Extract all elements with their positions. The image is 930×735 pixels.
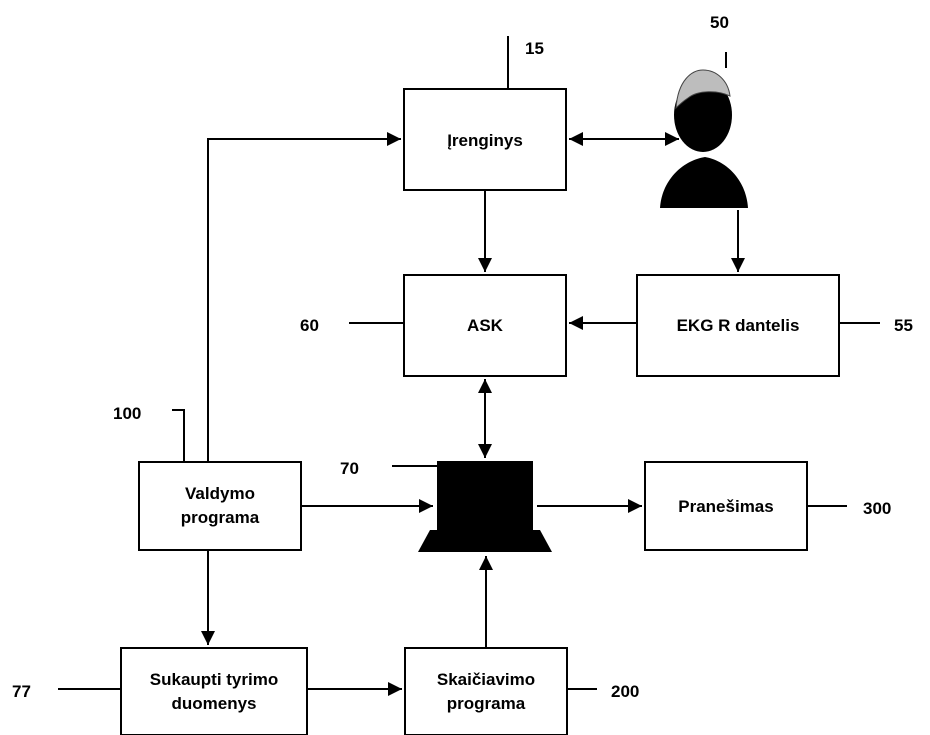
person-ref: 50 [710, 13, 729, 32]
calc-box [404, 647, 568, 735]
notification-label: Pranešimas [678, 497, 773, 516]
notification-ref: 300 [863, 499, 891, 518]
data-ref: 77 [12, 682, 31, 701]
control-label-line1: Valdymo [185, 484, 255, 503]
calc-node: Skaičiavimo programa 200 [404, 647, 639, 735]
ask-label: ASK [467, 316, 504, 335]
control-label-line2: programa [181, 508, 260, 527]
laptop-icon [418, 461, 552, 552]
notification-node: Pranešimas 300 [644, 461, 891, 551]
person-node: 50 [660, 13, 748, 208]
ask-ref: 60 [300, 316, 319, 335]
data-label-line1: Sukaupti tyrimo [150, 670, 278, 689]
ask-node: ASK 60 [300, 274, 567, 377]
ekg-label: EKG R dantelis [677, 316, 800, 335]
data-node: Sukaupti tyrimo duomenys 77 [12, 647, 308, 735]
control-node: Valdymo programa 100 [113, 404, 302, 551]
device-ref: 15 [525, 39, 544, 58]
control-box [138, 461, 302, 551]
ekg-box [636, 274, 840, 377]
data-label-line2: duomenys [171, 694, 256, 713]
computer-ref: 70 [340, 459, 359, 478]
ekg-node: EKG R dantelis 55 [636, 274, 913, 377]
ekg-ref: 55 [894, 316, 913, 335]
device-box [403, 88, 567, 191]
calc-label-line1: Skaičiavimo [437, 670, 535, 689]
notification-box [644, 461, 808, 551]
device-node: Įrenginys 15 [403, 36, 567, 191]
arrow-control-to-device [207, 132, 401, 462]
data-box [120, 647, 308, 735]
control-ref-leader [172, 409, 185, 462]
person-icon [660, 69, 748, 208]
computer-node: 70 [340, 459, 552, 552]
device-label: Įrenginys [447, 131, 523, 150]
ask-box [403, 274, 567, 377]
calc-ref: 200 [611, 682, 639, 701]
control-ref: 100 [113, 404, 141, 423]
calc-label-line2: programa [447, 694, 526, 713]
